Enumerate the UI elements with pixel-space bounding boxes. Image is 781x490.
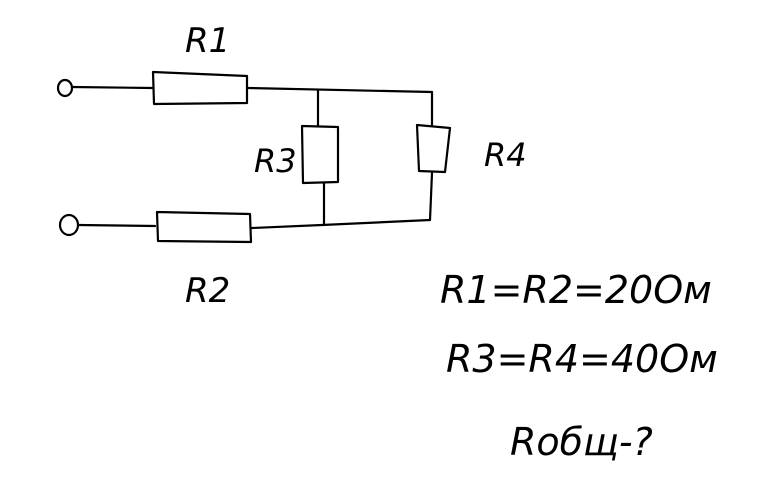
label-r2: R2	[185, 271, 230, 311]
wire-top-right	[246, 86, 434, 94]
label-r1: R1	[185, 21, 230, 61]
resistor-r2	[155, 210, 253, 244]
wire-r4-bottom	[428, 171, 434, 222]
resistor-r4	[415, 123, 452, 174]
terminal-bottom	[58, 213, 80, 237]
terminal-top	[56, 78, 74, 98]
label-r3: R3	[254, 142, 297, 180]
given-line-3: Rобщ-?	[510, 420, 653, 464]
wire-bottom-left	[76, 223, 157, 228]
resistor-r1	[151, 70, 249, 106]
wire-top-left	[70, 85, 154, 90]
given-line-2: R3=R4=40Ом	[446, 337, 718, 381]
given-line-1: R1=R2=20Ом	[440, 268, 712, 312]
wire-bottom-right	[250, 218, 432, 230]
resistor-r3	[300, 124, 340, 185]
label-r4: R4	[484, 136, 527, 174]
